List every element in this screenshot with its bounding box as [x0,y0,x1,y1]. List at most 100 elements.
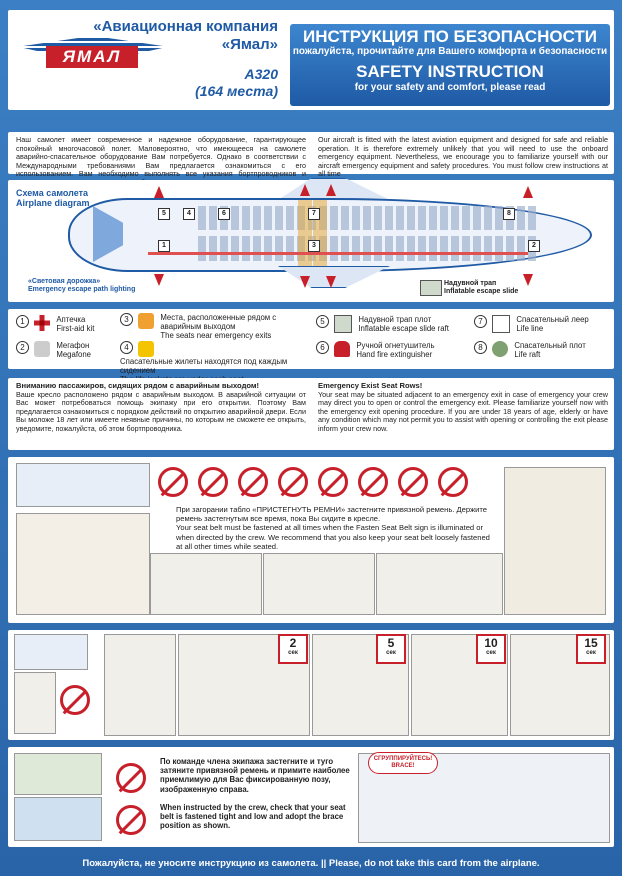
yamal-logo: ЯМАЛ [18,30,168,85]
escape-path-lighting [148,252,528,255]
slide-label-en: Inflatable escape slide [444,288,519,295]
seatbelt-text: При загорании табло «ПРИСТЕГНУТЬ РЕМНИ» … [176,505,496,551]
no-smoking-icon [198,467,228,497]
life-line-icon [492,315,511,333]
path-lighting-label: «Световая дорожка» Emergency escape path… [28,278,135,294]
timer-unit: сек [386,650,396,656]
legend-number: 8 [474,341,487,354]
no-device-icon [238,467,268,497]
seatbelt-text-en: Your seat belt must be fastened at all t… [176,523,490,551]
timer-unit: сек [288,650,298,656]
company-name: «Авиационная компания «Ямал» [93,18,278,53]
legend-en: The seats near emergency exits [160,331,272,340]
diagram-marker: 7 [308,208,320,220]
aircraft-model: A320 [244,66,278,82]
passenger-picture [16,513,150,615]
title-box: ИНСТРУКЦИЯ ПО БЕЗОПАСНОСТИ пожалуйста, п… [290,24,610,106]
seat-recline-picture [504,467,606,615]
exit-arrow-icon [326,184,336,196]
legend-en: Megafone [56,350,92,359]
megaphone-icon [34,341,51,357]
brace-text-en: When instructed by the crew, check that … [160,803,346,831]
no-electronics-icon [278,467,308,497]
exit-rows-text-ru: Ваше кресло расположено рядом с аварийны… [16,389,306,433]
diagram-marker: 3 [308,240,320,252]
slide-raft-icon [334,315,353,333]
airport-picture [16,463,150,507]
water-landing-picture [14,797,102,841]
legend-ru: Спасательный плот [514,341,586,350]
belt-step-1-picture [150,553,262,615]
no-radio-icon [358,467,388,497]
exit-arrow-icon [154,274,164,286]
legend-number: 1 [16,315,29,328]
airplane-picture [14,634,88,670]
logo-text: ЯМАЛ [46,46,138,68]
brace-shout-bubble: СГРУППИРУЙТЕСЬ! BRACE! [368,752,438,774]
airplane-diagram: Схема самолета Airplane diagram «Светова… [8,178,614,302]
land-landing-picture [14,753,102,795]
path-lighting-en: Emergency escape path lighting [28,286,136,293]
escape-slide-icon [420,280,442,296]
legend-en: Life line [516,324,544,333]
first-aid-icon [34,315,51,331]
passenger-seated-picture [104,634,176,736]
no-high-heels-icon [116,805,146,835]
exit-arrow-icon [326,276,336,288]
subtitle-en: for your safety and comfort, please read [354,82,546,93]
belt-step-3-picture [376,553,503,615]
title-en: SAFETY INSTRUCTION [356,62,544,81]
exit-arrow-icon [523,274,533,286]
legend-ru: Ручной огнетушитель [356,341,435,350]
legend-ru: Спасательный леер [516,315,589,324]
diagram-marker: 4 [183,208,195,220]
life-raft-icon [492,341,509,357]
legend-en: Hand fire extinguisher [356,350,433,359]
no-sharp-objects-icon [116,763,146,793]
brace-text-ru: По команде члена экипажа застегните и ту… [160,757,350,794]
legend-number: 5 [316,315,329,328]
exit-arrow-icon [300,184,310,196]
timer-unit: сек [486,650,496,656]
diagram-title-en: Airplane diagram [16,198,90,208]
legend-ru: Надувной трап плот [358,315,432,324]
diagram-marker: 2 [528,240,540,252]
exit-arrow-icon [300,276,310,288]
slide-label-ru: Надувной трап [444,280,497,287]
brace-panel: По команде члена экипажа застегните и ту… [8,747,614,847]
seatbelt-panel: При загорании табло «ПРИСТЕГНУТЬ РЕМНИ» … [8,457,614,623]
timer-unit: сек [586,650,596,656]
header: ЯМАЛ «Авиационная компания «Ямал» A320 (… [8,10,614,110]
life-jacket-icon [138,341,155,357]
belt-step-2-picture [263,553,375,615]
diagram-marker: 1 [158,240,170,252]
diagram-title: Схема самолета Airplane diagram [16,188,90,208]
path-lighting-ru: «Световая дорожка» [28,278,101,285]
legend-en: Inflatable escape slide raft [358,324,449,333]
timer-value: 10 [484,636,498,650]
intro-panel: Наш самолет имеет современное и надежное… [8,132,614,187]
aisle [198,230,538,236]
legend-number: 2 [16,341,29,354]
subtitle-ru: пожалуйста, прочитайте для Вашего комфор… [292,46,608,57]
exit-rows-text-en: Your seat may be situated adjacent to an… [318,389,608,433]
legend-item: 3 Места, расположенные рядом с аварийным… [120,313,320,340]
legend-en: First-aid kit [56,324,95,333]
diagram-title-ru: Схема самолета [16,188,89,198]
timer-value: 15 [584,636,598,650]
seatbelt-text-ru: При загорании табло «ПРИСТЕГНУТЬ РЕМНИ» … [176,505,488,524]
legend-number: 7 [474,315,487,328]
exit-rows-title-en: Emergency Exist Seat Rows! [318,381,423,390]
diagram-marker: 8 [503,208,515,220]
no-phone-call-icon [398,467,428,497]
legend-ru: Спасательные жилеты находятся под каждым… [120,357,288,375]
legend-ru: Мегафон [56,341,90,350]
